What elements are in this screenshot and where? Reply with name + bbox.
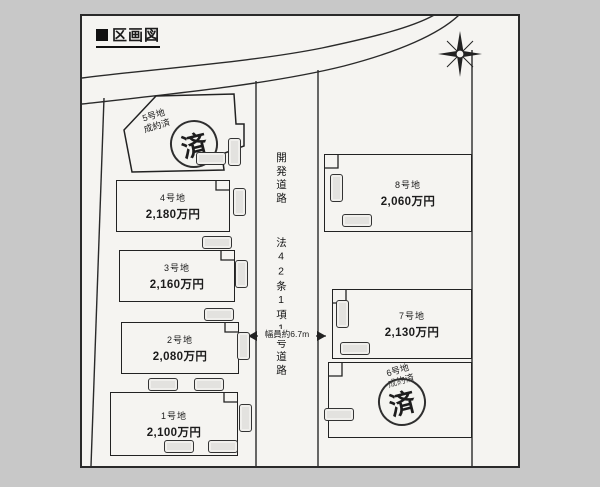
lot-7-number: 7号地 [398,310,425,321]
site-plan-area: 区画図 4号地 2,180万円 3号地 2,160万円 2号地 2,080万円 [80,14,520,468]
lot-2-number: 2号地 [166,334,193,345]
arrow-right-head [317,331,326,341]
lot-3-number: 3号地 [163,262,190,273]
road-name-text: 開発道路 [275,152,287,206]
lot-8-price: 2,060万円 [380,195,436,208]
car-icon [228,138,241,166]
center-road-caption: 開発道路 法42条1項1号道路 [272,152,289,462]
car-icon [204,308,234,321]
lot-2-price: 2,080万円 [152,350,208,363]
title-square-icon [96,28,108,41]
lot-3-price: 2,160万円 [149,278,205,291]
car-icon [164,440,194,453]
car-icon [196,152,226,165]
lot-4-number: 4号地 [159,192,186,203]
car-icon [324,408,354,421]
plan-title: 区画図 [96,24,161,48]
car-icon [148,378,178,391]
car-icon [336,300,349,328]
lot-4: 4号地 2,180万円 [116,180,230,232]
car-icon [330,174,343,202]
car-icon [208,440,238,453]
plan-title-text: 区画図 [112,27,161,44]
lot-1-price: 2,100万円 [146,426,202,439]
road-law-text: 法42条1項1号道路 [275,237,287,378]
lot-8-number: 8号地 [394,179,421,190]
car-icon [235,260,248,288]
lot-4-price: 2,180万円 [145,208,201,221]
lot-6 [328,362,472,438]
car-icon [233,188,246,216]
lot-3: 3号地 2,160万円 [119,250,235,302]
west-site-boundary [90,97,105,467]
car-icon [342,214,372,227]
car-icon [237,332,250,360]
car-icon [239,404,252,432]
lot-2: 2号地 2,080万円 [121,322,239,374]
lot-1-number: 1号地 [160,410,187,421]
road-width-label: 幅員約6.7m [258,329,316,340]
lot-7: 7号地 2,130万円 [332,289,472,359]
car-icon [194,378,224,391]
lot-7-price: 2,130万円 [384,326,440,339]
car-icon [340,342,370,355]
car-icon [202,236,232,249]
lot-5-sold-label: 5号地 成約済 [139,107,171,136]
compass-rose-icon [438,31,482,77]
